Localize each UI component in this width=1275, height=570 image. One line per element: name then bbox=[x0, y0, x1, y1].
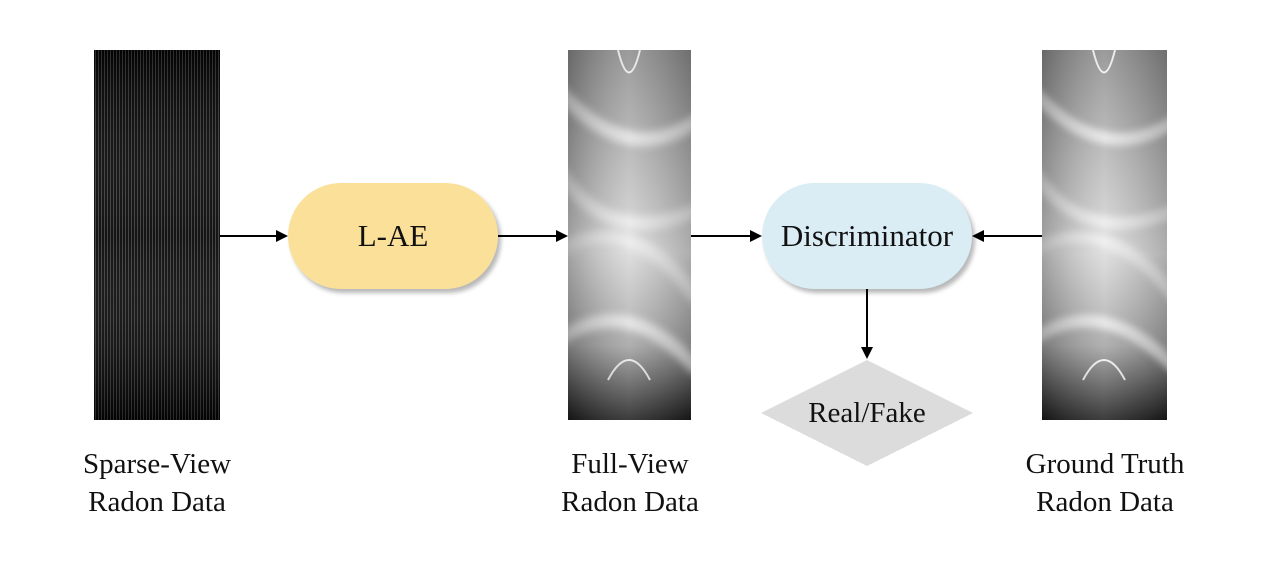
ground-truth-caption: Ground Truth Radon Data bbox=[975, 445, 1235, 521]
sparse-view-sinogram-image bbox=[94, 50, 220, 420]
sparse-view-caption-line2: Radon Data bbox=[88, 486, 226, 518]
ground-truth-caption-line2: Radon Data bbox=[1036, 486, 1174, 518]
real-fake-node: Real/Fake bbox=[761, 360, 973, 466]
full-view-caption: Full-View Radon Data bbox=[500, 445, 760, 521]
discriminator-node: Discriminator bbox=[762, 183, 972, 289]
full-view-caption-line2: Radon Data bbox=[561, 486, 699, 518]
l-ae-node: L-AE bbox=[288, 183, 498, 289]
full-view-sinogram-image bbox=[568, 50, 691, 420]
discriminator-label: Discriminator bbox=[780, 218, 954, 253]
real-fake-label: Real/Fake bbox=[808, 396, 926, 429]
ground-truth-sinogram-image bbox=[1042, 50, 1167, 420]
ground-truth-caption-line1: Ground Truth bbox=[1025, 448, 1185, 480]
real-fake-diamond bbox=[761, 360, 973, 466]
full-view-caption-line1: Full-View bbox=[571, 448, 689, 480]
sparse-view-caption: Sparse-View Radon Data bbox=[27, 445, 287, 521]
sparse-view-caption-line1: Sparse-View bbox=[82, 448, 232, 480]
l-ae-label: L-AE bbox=[357, 218, 429, 253]
